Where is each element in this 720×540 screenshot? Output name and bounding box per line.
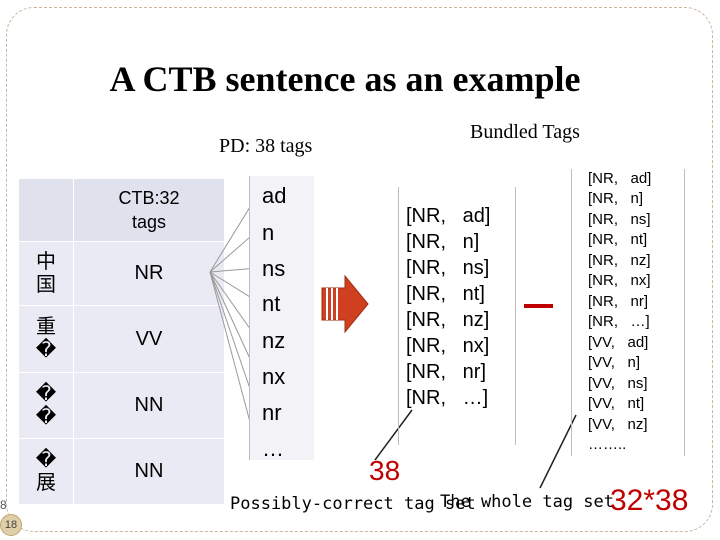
whole-tag: [NR, ad]	[588, 170, 652, 187]
whole-tag: [NR, nz]	[588, 252, 651, 269]
slide-frame	[6, 7, 713, 532]
whole-tag: [NR, ns]	[588, 211, 651, 228]
ctb-char: 重	[36, 316, 56, 338]
slide-number-badge: 18	[0, 514, 22, 536]
whole-tag: [VV, nt]	[588, 395, 645, 412]
pd-tag: nr	[262, 400, 282, 425]
pd-tag: n	[262, 220, 275, 245]
whole-tag: [NR, nt]	[588, 231, 648, 248]
whole-tag: [VV, ad]	[588, 334, 649, 351]
bundled-tag: [NR, ns]	[406, 257, 490, 279]
bundled-tag: [NR, ad]	[406, 205, 491, 227]
arrow-stripes	[326, 288, 338, 320]
left-mark: 8	[0, 498, 7, 512]
bundled-tag: [NR, n]	[406, 231, 480, 253]
pd-tag: ns	[262, 256, 286, 281]
whole-tag: [NR, n]	[588, 190, 644, 207]
ctb-char: 展	[36, 471, 56, 494]
whole-tag-box	[571, 169, 685, 456]
whole-tag: [VV, n]	[588, 354, 640, 371]
whole-tag: [VV, nz]	[588, 416, 648, 433]
ctb-char: �	[35, 339, 57, 361]
ctb-word-cell: 重�	[18, 305, 74, 373]
ctb-tag-cell: NR	[73, 241, 225, 306]
count-expression: 32*38	[610, 484, 689, 517]
bundled-tag: [NR, nz]	[406, 309, 490, 331]
ctb-char: 国	[36, 273, 56, 296]
whole-tag: [NR, nr]	[588, 293, 649, 310]
ctb-table: CTB:32 tags 中国 NR 重� VV �� NN �展 NN	[18, 178, 225, 505]
bundled-label: Bundled Tags	[470, 121, 580, 143]
pd-tag: …	[262, 436, 284, 461]
pointer-line-right	[539, 414, 577, 489]
ctb-tag-cell: VV	[73, 305, 225, 373]
ctb-word-cell: 中国	[18, 241, 74, 306]
ctb-char: �	[35, 382, 57, 405]
pd-tag: nt	[262, 291, 281, 316]
ctb-char: �	[35, 405, 57, 428]
ctb-tag-cell: NN	[73, 372, 225, 439]
bundled-tag: [NR, nr]	[406, 361, 487, 383]
ctb-header: CTB:32 tags	[73, 178, 225, 242]
whole-tag: [VV, ns]	[588, 375, 648, 392]
pd-tag-column	[249, 176, 314, 460]
whole-tag: ……..	[588, 436, 627, 453]
right-arrow-icon	[321, 274, 369, 334]
bundled-tag: [NR, nx]	[406, 335, 490, 357]
ctb-word-cell: �展	[18, 438, 74, 505]
bundled-tag-box	[398, 187, 516, 445]
pd-label: PD: 38 tags	[219, 135, 313, 157]
bundled-tag: [NR, …]	[406, 387, 489, 409]
ctb-word-cell: ��	[18, 372, 74, 439]
pd-tag: nx	[262, 364, 286, 389]
whole-tag-set-label: The whole tag set	[440, 492, 614, 512]
pd-tag: ad	[262, 183, 287, 208]
pointer-line-left	[374, 409, 413, 461]
ctb-char: �	[35, 448, 57, 471]
slide-title: A CTB sentence as an example	[109, 59, 581, 99]
whole-tag: [NR, …]	[588, 313, 650, 330]
label-38: 38	[369, 455, 401, 486]
bundled-tag: [NR, nt]	[406, 283, 485, 305]
possibly-correct-label: Possibly-correct tag set	[230, 494, 476, 514]
pd-tag: nz	[262, 328, 286, 353]
ctb-char: 中	[36, 250, 56, 273]
ctb-tag-cell: NN	[73, 438, 225, 505]
whole-tag: [NR, nx]	[588, 272, 651, 289]
